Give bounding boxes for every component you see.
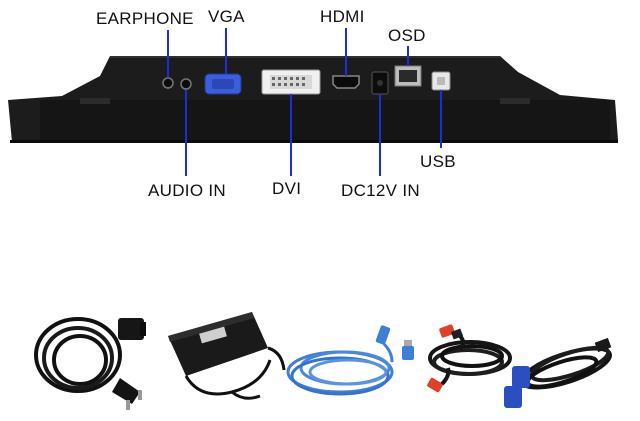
earphone-jack-icon (162, 77, 174, 89)
label-dc12v-in: DC12V IN (341, 181, 420, 200)
label-audio-in: AUDIO IN (148, 181, 226, 200)
panel-bottom-shadow (10, 140, 618, 143)
power-adapter-icon (168, 312, 286, 400)
label-hdmi: HDMI (320, 7, 365, 26)
label-usb: USB (420, 152, 456, 171)
panel-lower-strip (40, 100, 610, 140)
power-cord-icon (34, 317, 146, 410)
label-dvi: DVI (272, 179, 302, 198)
panel-foot-left (80, 98, 110, 104)
vga-cable-icon (504, 337, 612, 408)
label-vga: VGA (208, 7, 245, 26)
usb-cable-icon (286, 325, 414, 396)
hdmi-cable-icon (427, 324, 512, 393)
panel-foot-right (500, 98, 530, 104)
hdmi-port-icon (332, 75, 360, 89)
label-osd: OSD (388, 26, 426, 45)
audio-in-jack-icon (180, 78, 192, 90)
label-earphone: EARPHONE (96, 9, 194, 28)
